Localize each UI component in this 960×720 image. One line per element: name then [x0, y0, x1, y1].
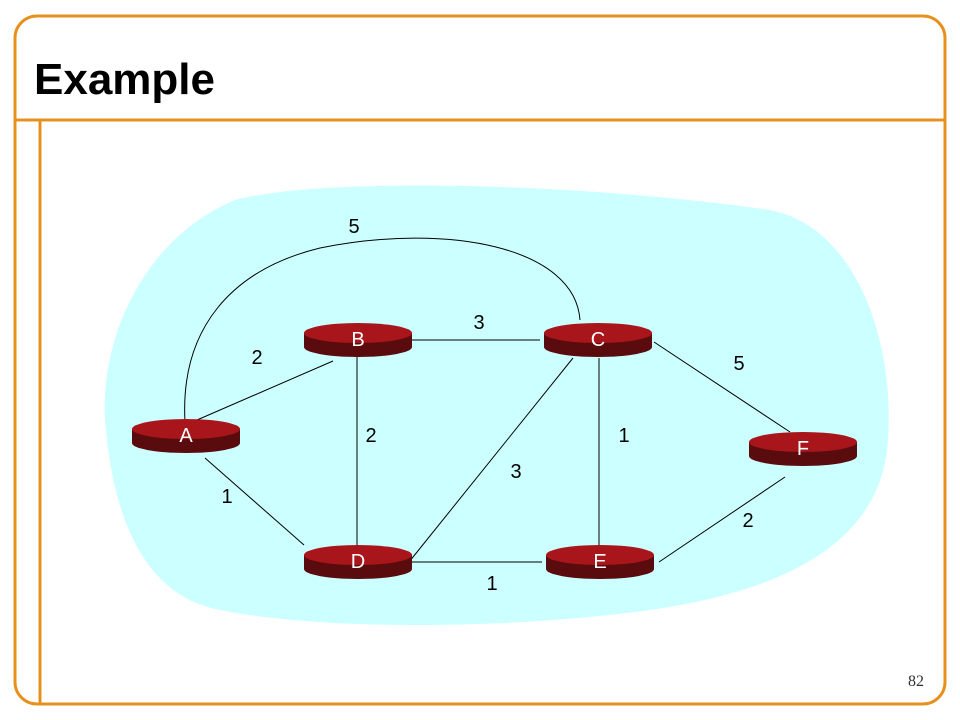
- network-cloud: [104, 185, 889, 626]
- router-top: [546, 545, 654, 565]
- slide-frame: [13, 14, 947, 706]
- cost-label-a-b: 2: [251, 347, 262, 369]
- router-top: [304, 545, 412, 565]
- cost-label-a-c: 5: [348, 216, 359, 238]
- router-top: [749, 432, 857, 452]
- router-label: E: [593, 551, 606, 573]
- cost-label-b-c: 3: [473, 312, 484, 334]
- router-c: C: [544, 323, 652, 357]
- link-c-d: [404, 357, 574, 568]
- cost-label-b-d: 2: [365, 425, 376, 447]
- router-label: D: [351, 551, 365, 573]
- router-d: D: [304, 545, 412, 579]
- page-number: 82: [908, 673, 924, 690]
- cost-label-c-d: 3: [510, 461, 521, 483]
- router-label: C: [591, 329, 605, 351]
- link-e-f: [658, 476, 786, 563]
- router-top: [544, 323, 652, 343]
- router-f: F: [749, 432, 857, 466]
- slide-title: Example: [34, 55, 215, 104]
- link-a-d: [204, 457, 305, 546]
- links-group: [184, 237, 791, 568]
- router-e: E: [546, 545, 654, 579]
- router-top: [304, 323, 412, 343]
- cost-label-c-e: 1: [618, 425, 629, 447]
- router-b: B: [304, 323, 412, 357]
- cost-label-d-e: 1: [486, 573, 497, 595]
- router-label: A: [179, 425, 193, 447]
- cost-label-c-f: 5: [733, 353, 744, 375]
- link-c-f: [653, 341, 791, 433]
- router-top: [132, 419, 240, 439]
- link-a-c: [184, 237, 581, 423]
- router-label: F: [797, 438, 809, 460]
- cost-label-a-d: 1: [221, 486, 232, 508]
- link-a-b: [196, 360, 334, 421]
- router-a: A: [132, 419, 240, 453]
- router-label: B: [351, 329, 364, 351]
- cost-label-e-f: 2: [742, 510, 753, 532]
